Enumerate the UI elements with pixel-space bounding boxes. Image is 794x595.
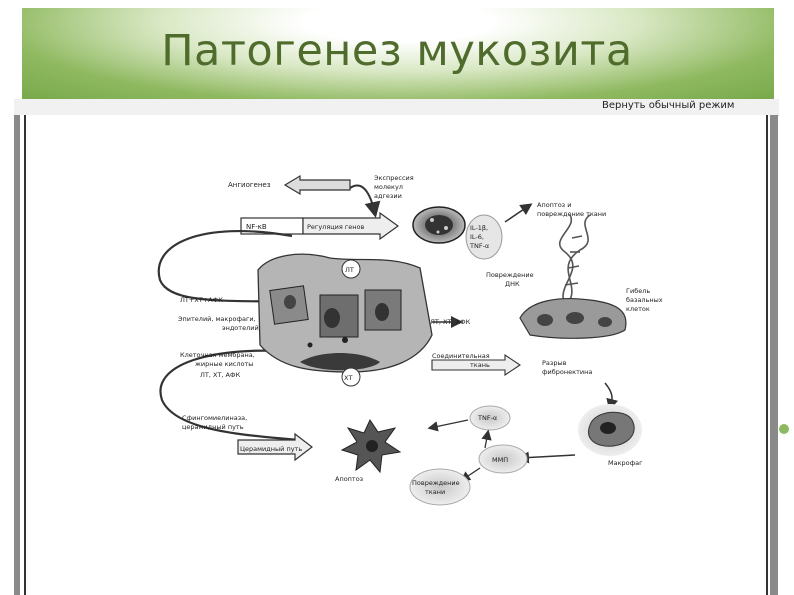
label-apoptosis-top-1: Апоптоз и [537,201,571,209]
label-membrane-2: жирные кислоты [195,360,253,368]
label-angiogenesis: Ангиогенез [228,181,271,189]
label-macrophage: Макрофаг [608,459,643,467]
label-tissue-damage-2: ткани [425,488,445,496]
label-nfkb: NF-κB [246,223,267,231]
macrophage-to-mmp-arrow [517,451,576,464]
angiogenesis-arrow [283,174,351,196]
left-loop-arrow-bottom [159,349,301,442]
label-tnfa-bottom: TNF-α [477,414,497,422]
label-fibronectin-1: Разрыв [542,359,567,367]
label-adhesion-2: молекул [374,183,403,191]
label-lt-xt-afk-right: ЛТ, ХТ, АФК [430,318,471,326]
label-cytokines-3: TNF-α [469,242,489,250]
label-dna-damage-1: Повреждение [486,271,534,279]
connective-tissue-arrow [431,353,521,377]
label-basal-death-3: клеток [626,305,650,313]
label-sphingo-2: церамидный путь [182,423,244,431]
label-connective-1: Соединительная [432,352,490,360]
label-lt-top: ЛТ [345,266,354,274]
mmp-to-tnf-arrow [481,429,492,449]
label-xt: ХТ [344,374,352,382]
adhesion-curve-arrow [349,184,381,218]
label-apoptosis-top-2: повреждение ткани [537,210,606,218]
label-gene-regulation: Регуляция генов [307,223,365,231]
dna-helix [558,214,591,313]
frame-right-line [766,115,768,595]
epithelium-tissue-block [257,253,433,373]
label-apoptosis-bottom: Апоптоз [335,475,364,483]
slide-header-band [22,8,774,100]
ceramide-path-arrow [237,432,313,462]
label-fibronectin-2: фибронектина [542,368,592,376]
label-tissue-damage-1: Повреждение [412,479,460,487]
lt-bubble-top [341,259,361,279]
tissue-damage-bubble [409,468,471,506]
mmp-bubble [478,444,528,474]
apoptotic-cell [340,418,402,474]
to-apoptosis-arrow [504,203,533,223]
frame-left-border [14,115,20,595]
label-lt-xt-afk-left: ЛТ+ХТ+АФК [180,296,223,304]
nfkb-gene-regulation-arrow [240,211,400,241]
left-loop-arrow-top [157,229,305,311]
label-adhesion-3: адгезии [374,192,402,200]
macrophage-cell [578,404,642,456]
label-ceramide-path: Церамидный путь [240,445,302,453]
label-epithelium-2: эндотелий [222,324,259,332]
label-epithelium-1: Эпителий, макрофаги, [178,315,256,323]
basal-cells [519,298,627,339]
slide-title: Патогенез мукозита [161,26,633,76]
label-adhesion-1: Экспрессия [374,174,414,182]
label-basal-death-2: базальных [626,296,663,304]
tnf-to-apoptosis-arrow [427,419,469,432]
label-mmp: ММП [492,456,508,464]
label-sphingo-1: Сфингомиелиназа, [182,414,247,422]
xt-bubble [341,367,361,387]
label-dna-damage-2: ДНК [505,280,520,288]
label-membrane-1: Клеточная мембрана, [180,351,255,359]
slide-bullet-dot [779,424,789,434]
frame-left-line [24,115,26,595]
label-cytokines-1: IL-1β, [470,224,488,232]
label-lt-xt-afk-bottom: ЛТ, ХТ, АФК [200,371,241,379]
label-connective-2: ткань [470,361,490,369]
label-cytokines-2: IL-6, [470,233,484,241]
frame-right-border [770,115,778,595]
cytokine-bubble [465,214,503,260]
label-basal-death-1: Гибель [626,287,650,295]
adhesion-cell [412,206,466,244]
return-normal-mode-link[interactable]: Вернуть обычный режим [602,100,735,111]
